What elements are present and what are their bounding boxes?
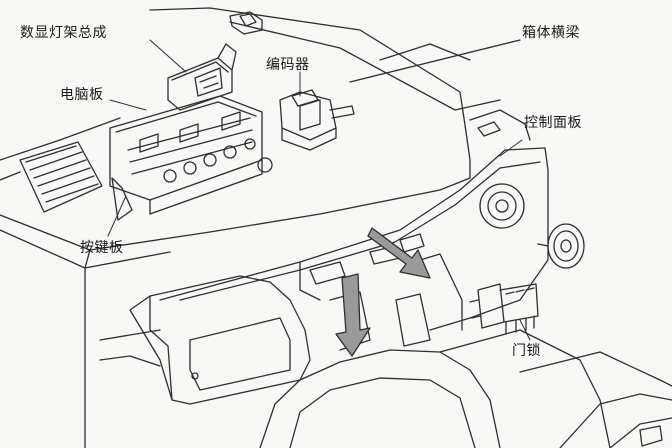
leader-lines xyxy=(107,39,531,341)
control-panel xyxy=(99,109,549,405)
computer-board xyxy=(109,95,273,215)
door-lock xyxy=(469,283,539,335)
cabinet-top xyxy=(0,7,501,448)
label-cabinet-beam: 箱体横梁 xyxy=(522,25,580,41)
encoder xyxy=(279,89,355,151)
label-key-board: 按键板 xyxy=(80,240,124,256)
drum-base xyxy=(259,329,672,448)
label-door-lock: 门锁 xyxy=(512,343,541,359)
display-light-frame xyxy=(167,43,237,111)
label-computer-board: 电脑板 xyxy=(60,87,104,103)
label-encoder: 编码器 xyxy=(266,57,310,73)
assembly-arrows xyxy=(335,227,431,357)
knob xyxy=(537,223,585,269)
cabinet-beam-leader xyxy=(349,39,521,83)
label-display-light-frame: 数显灯架总成 xyxy=(20,25,107,41)
key-board-plate xyxy=(0,141,133,221)
label-control-panel: 控制面板 xyxy=(524,115,582,131)
